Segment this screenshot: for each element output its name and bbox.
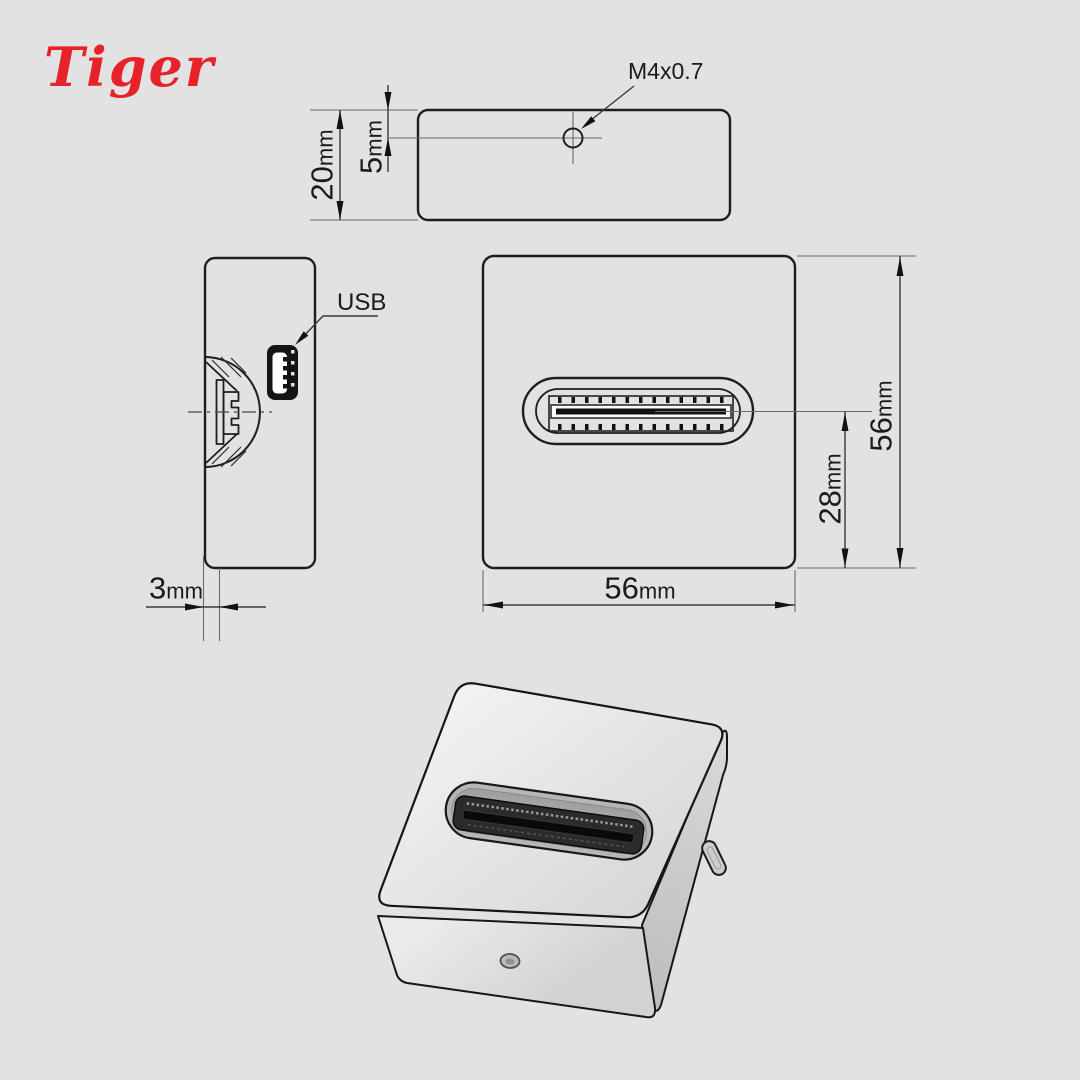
- usb-connector-icon: [267, 345, 298, 400]
- card-slot: [521, 376, 755, 446]
- top-view-drawing: [310, 85, 732, 222]
- iso-render: [377, 682, 728, 1019]
- brand-logo: Tiger: [44, 35, 216, 99]
- front-view-drawing: [481, 254, 916, 612]
- thread-callout-label: M4x0.7: [628, 58, 704, 84]
- side-view-drawing: [146, 256, 378, 641]
- top-view-body-outline: [416, 108, 732, 222]
- iso-front-hole: [499, 953, 521, 969]
- thread-hole: [562, 127, 584, 149]
- iso-card-slot: [444, 781, 654, 861]
- section-detail: [188, 356, 272, 468]
- side-view-body-outline: [203, 256, 317, 570]
- iso-right-face: [641, 729, 728, 1012]
- usb-callout-label: USB: [337, 289, 387, 316]
- iso-usb-opening: [701, 840, 727, 876]
